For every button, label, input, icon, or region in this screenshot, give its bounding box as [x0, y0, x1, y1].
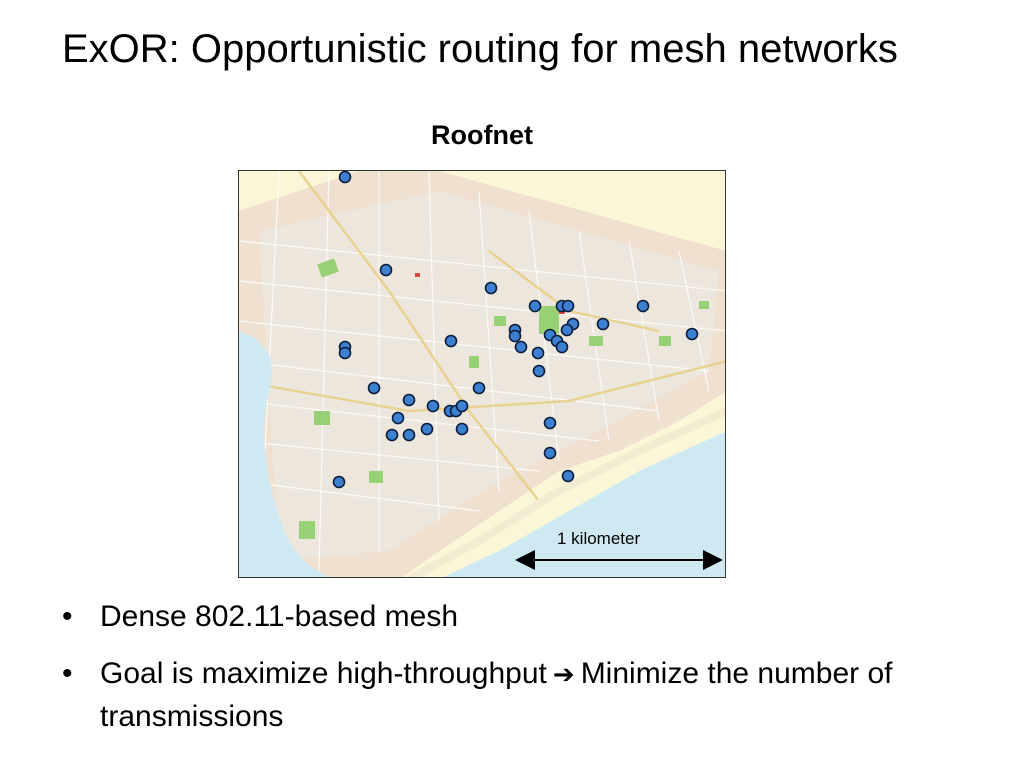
roofnet-node-marker	[367, 381, 381, 395]
roofnet-node-marker	[402, 428, 416, 442]
roofnet-node-marker	[332, 475, 346, 489]
scale-label: 1 kilometer	[557, 529, 641, 548]
roofnet-node-marker	[528, 299, 542, 313]
roofnet-node-marker	[385, 428, 399, 442]
roofnet-node-marker	[543, 416, 557, 430]
roofnet-node-marker	[338, 346, 352, 360]
bullet-dot-icon: •	[62, 600, 73, 633]
bullet-item: • Dense 802.11-based mesh	[62, 596, 962, 638]
bullet-text: Dense 802.11-based mesh	[100, 600, 459, 633]
bullet-text-after: Minimize the number of transmissions	[100, 657, 893, 733]
slide-title: ExOR: Opportunistic routing for mesh net…	[62, 27, 898, 71]
roofnet-node-marker	[514, 340, 528, 354]
bullet-item: • Goal is maximize high-throughput➔Minim…	[62, 653, 962, 738]
roofnet-node-marker	[472, 381, 486, 395]
roofnet-node-marker	[685, 327, 699, 341]
roofnet-node-marker	[561, 299, 575, 313]
roofnet-node-marker	[455, 399, 469, 413]
roofnet-node-marker	[420, 422, 434, 436]
roofnet-map: 1 kilometer	[238, 170, 726, 578]
roofnet-node-marker	[426, 399, 440, 413]
bullet-text-before: Goal is maximize high-throughput	[100, 657, 547, 690]
roofnet-node-marker	[338, 171, 352, 184]
roofnet-node-marker	[484, 281, 498, 295]
roofnet-node-marker	[455, 422, 469, 436]
bullet-list: • Dense 802.11-based mesh • Goal is maxi…	[62, 596, 962, 753]
roofnet-node-marker	[444, 334, 458, 348]
roofnet-node-marker	[636, 299, 650, 313]
roofnet-node-marker	[508, 329, 522, 343]
map-background	[239, 171, 725, 577]
roofnet-node-marker	[561, 469, 575, 483]
roofnet-node-marker	[560, 323, 574, 337]
roofnet-nodes	[332, 171, 699, 489]
right-arrow-icon: ➔	[552, 660, 575, 690]
map-caption: Roofnet	[431, 120, 533, 150]
roofnet-node-marker	[402, 393, 416, 407]
roofnet-node-marker	[391, 411, 405, 425]
roofnet-node-marker	[531, 346, 545, 360]
roofnet-node-marker	[543, 446, 557, 460]
bullet-dot-icon: •	[62, 657, 73, 690]
roofnet-node-marker	[379, 263, 393, 277]
roofnet-node-marker	[532, 364, 546, 378]
roofnet-node-marker	[555, 340, 569, 354]
roofnet-node-marker	[596, 317, 610, 331]
